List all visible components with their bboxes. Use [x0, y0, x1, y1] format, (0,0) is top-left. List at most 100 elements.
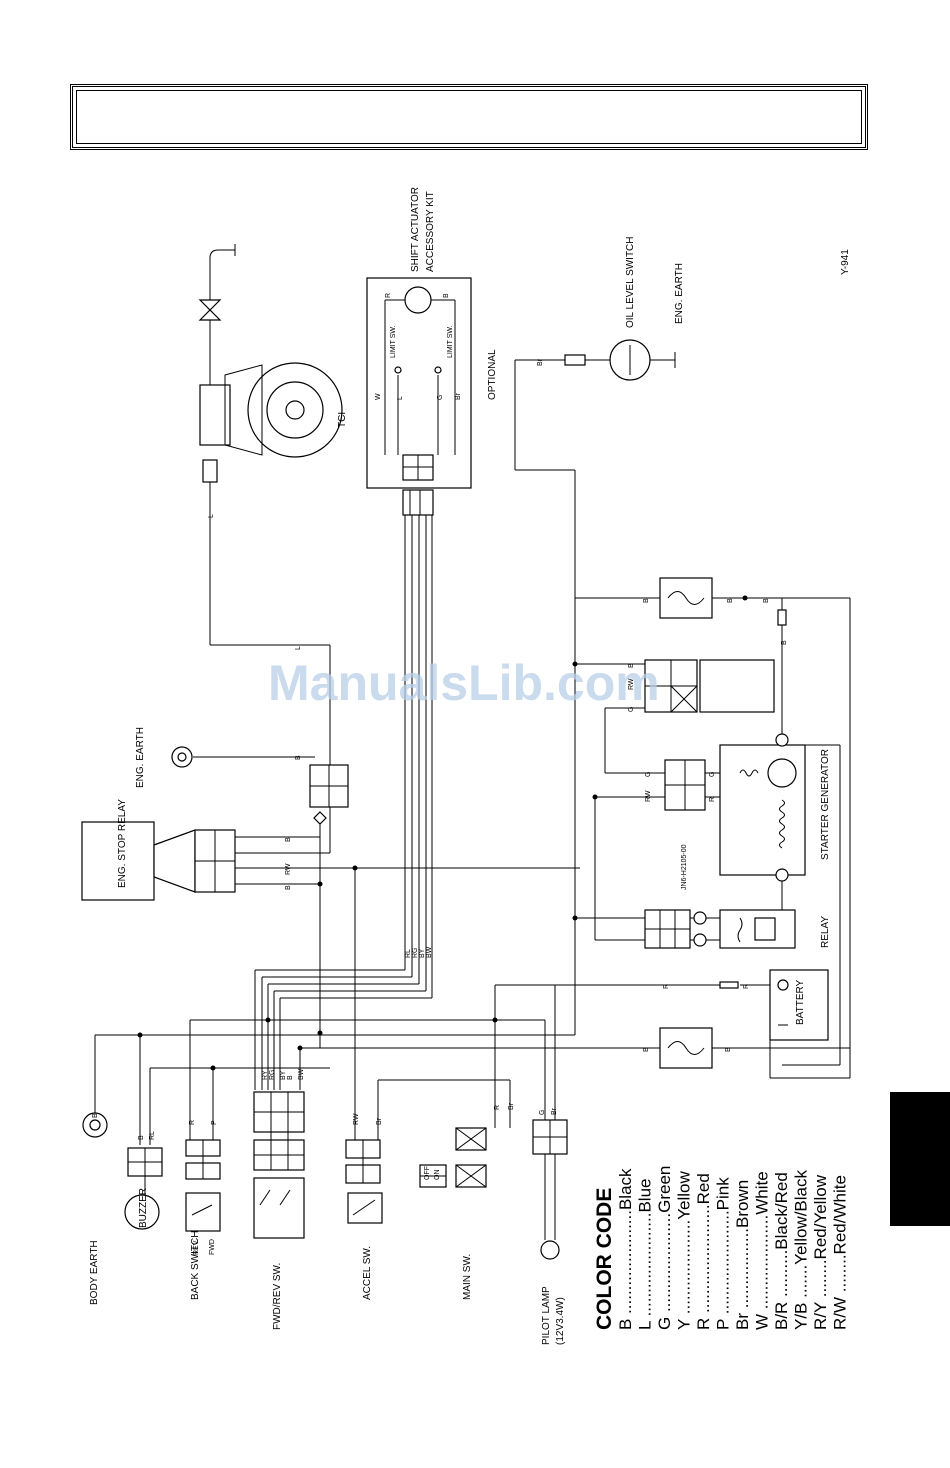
label-optional: OPTIONAL — [487, 349, 498, 400]
label-main-on: ON — [434, 1170, 441, 1181]
body-earth-terminal — [82, 1095, 108, 1138]
color-code-entry: R/Y ........Red/Yellow — [811, 1174, 830, 1330]
figure-id: Y-941 — [840, 249, 851, 275]
svg-text:R: R — [663, 984, 670, 989]
svg-text:G: G — [437, 395, 444, 400]
label-back-rev: REV — [193, 1240, 200, 1255]
svg-text:RW: RW — [285, 863, 292, 875]
eng-earth-terminal — [171, 746, 193, 768]
svg-text:R: R — [385, 293, 392, 298]
svg-text:B: B — [727, 598, 734, 603]
label-pilot-lamp: PILOT LAMP — [541, 1286, 552, 1345]
label-eng-earth-1: ENG. EARTH — [135, 727, 146, 788]
starter-generator — [664, 733, 806, 882]
svg-text:Br: Br — [376, 1117, 383, 1125]
junction-dots — [137, 595, 748, 1071]
color-code-entry: G .....................Green — [655, 1166, 674, 1330]
svg-text:B: B — [763, 598, 770, 603]
svg-text:R: R — [494, 1105, 501, 1110]
accel-switch — [345, 1139, 383, 1224]
svg-text:BY: BY — [280, 1070, 287, 1080]
label-tci: TCI — [337, 412, 348, 428]
color-code-entry: R/W ........Red/White — [831, 1175, 850, 1330]
svg-text:BY: BY — [419, 948, 426, 958]
svg-text:L: L — [397, 396, 404, 400]
color-code-entry: Br .................Brown — [733, 1180, 752, 1330]
tci-unit — [198, 244, 343, 510]
wire-labels: L L B B RW B RL RG BY BW RY RG BY B BW B… — [92, 293, 788, 1140]
section-tab — [890, 1092, 950, 1226]
label-eng-earth-2: ENG. EARTH — [674, 263, 685, 324]
label-accessory-kit: ACCESSORY KIT — [425, 191, 436, 272]
label-starter-generator: STARTER GENERATOR — [820, 749, 831, 860]
svg-text:RL: RL — [405, 949, 412, 958]
label-pilot-lamp-spec: (12V3.4W) — [555, 1297, 566, 1345]
label-battery: BATTERY — [795, 979, 806, 1025]
label-fwd-rev-sw: FWD/REV SW. — [272, 1263, 283, 1330]
label-buzzer: BUZZER — [138, 1188, 149, 1228]
pilot-lamp — [532, 1119, 568, 1260]
label-shift-actuator: SHIFT ACTUATOR — [410, 187, 421, 272]
color-code-entry: B ......................Black — [616, 1168, 635, 1330]
label-part-number: JN6-H2105-00 — [681, 844, 688, 890]
connector-4pin — [309, 764, 349, 825]
svg-text:B: B — [643, 1047, 650, 1052]
svg-text:BW: BW — [426, 946, 433, 958]
color-code-entry: P ......................Pink — [714, 1177, 733, 1330]
svg-text:RL: RL — [149, 1131, 156, 1140]
color-code-entry: Y/B .......Yellow/Black — [792, 1170, 811, 1330]
svg-text:G: G — [628, 707, 635, 712]
svg-text:P: P — [211, 1120, 218, 1125]
svg-text:W: W — [375, 393, 382, 400]
color-code-entry: W ....................White — [753, 1171, 772, 1330]
svg-text:Br: Br — [455, 392, 462, 400]
svg-text:Br: Br — [551, 1107, 558, 1115]
back-switch — [185, 1139, 221, 1232]
svg-text:B: B — [628, 663, 635, 668]
inline-fuse — [719, 609, 787, 989]
oil-level-switch — [564, 339, 676, 381]
svg-text:Br: Br — [508, 1102, 515, 1110]
svg-text:B: B — [295, 755, 302, 760]
label-eng-stop-relay: ENG. STOP RELAY — [117, 799, 128, 888]
svg-text:B: B — [725, 1047, 732, 1052]
svg-text:RW: RW — [628, 678, 635, 690]
label-main-off: OFF — [424, 1166, 431, 1180]
label-oil-level-switch: OIL LEVEL SWITCH — [625, 236, 636, 328]
color-code-entry: B/R ..........Black/Red — [772, 1172, 791, 1330]
svg-text:RG: RG — [412, 948, 419, 959]
svg-text:B: B — [138, 1135, 145, 1140]
svg-text:RW: RW — [645, 790, 652, 802]
watermark: ManualsLib.com — [268, 655, 660, 711]
label-body-earth: BODY EARTH — [89, 1240, 100, 1305]
svg-text:RG: RG — [269, 1070, 276, 1081]
svg-text:RW: RW — [353, 1113, 360, 1125]
svg-text:G: G — [645, 772, 652, 777]
shift-actuator-box — [366, 277, 472, 516]
fuse-bottom — [659, 1027, 713, 1069]
svg-text:R: R — [743, 984, 750, 989]
label-accel-sw: ACCEL SW. — [362, 1246, 373, 1300]
wire-harness — [94, 359, 851, 1145]
buzzer — [124, 1147, 163, 1230]
svg-text:B: B — [287, 1075, 294, 1080]
svg-text:G: G — [539, 1110, 546, 1115]
svg-text:B: B — [643, 598, 650, 603]
svg-text:B: B — [285, 885, 292, 890]
svg-text:RY: RY — [262, 1070, 269, 1080]
svg-text:G: G — [709, 772, 716, 777]
color-code-title: COLOR CODE — [593, 1188, 616, 1330]
svg-text:R: R — [709, 797, 716, 802]
component-labels: Y-941 SHIFT ACTUATOR ACCESSORY KIT OIL L… — [89, 187, 851, 1345]
label-main-sw: MAIN SW. — [462, 1254, 473, 1300]
label-back-fwd: FWD — [209, 1239, 216, 1255]
svg-text:L: L — [208, 514, 215, 518]
label-limit-sw-2: LIMIT SW. — [447, 325, 454, 358]
color-code-entry: R .......................Red — [694, 1173, 713, 1330]
fwd-rev-switch — [253, 1091, 305, 1239]
svg-text:B: B — [781, 640, 788, 645]
svg-text:Br: Br — [537, 358, 544, 366]
main-switch — [419, 1127, 487, 1188]
svg-text:BW: BW — [298, 1068, 305, 1080]
